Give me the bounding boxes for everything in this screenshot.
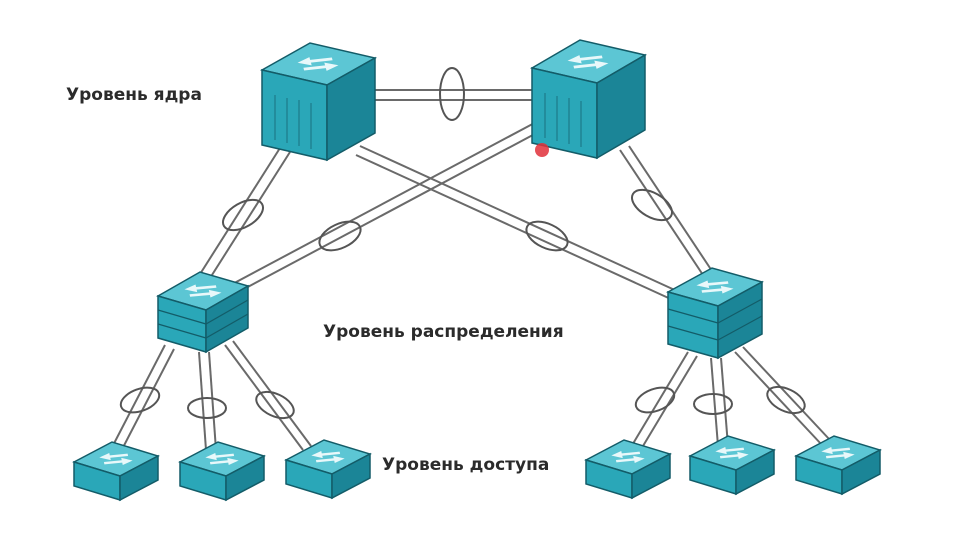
- link-core2-dist2: [619, 149, 706, 279]
- network-switch-icon: [284, 439, 372, 500]
- link-bundle-icon: [318, 220, 362, 252]
- link-core1-dist1: [194, 147, 281, 283]
- network-switch-icon: [584, 439, 672, 500]
- link-dist1-access2: [208, 351, 217, 451]
- link-dist2-access6: [742, 346, 831, 441]
- link-core1-dist2: [359, 145, 691, 298]
- distribution-layer-label: Уровень распределения: [323, 322, 564, 342]
- network-switch-icon: [794, 435, 882, 496]
- link-core1-dist2: [355, 154, 687, 307]
- link-dist1-access3: [224, 344, 304, 451]
- network-switch-icon: [259, 42, 378, 162]
- link-dist1-access3: [232, 340, 312, 447]
- link-dist2-access4: [627, 351, 689, 453]
- link-core2-dist1: [228, 128, 545, 298]
- link-bundle-icon: [222, 198, 264, 232]
- link-dist2-access5: [720, 357, 729, 447]
- link-bundle-icon: [766, 385, 806, 415]
- link-bundle-icon: [631, 188, 673, 222]
- link-core2-dist1: [224, 119, 541, 289]
- link-bundle-icon: [187, 397, 227, 419]
- link-core1-dist1: [204, 151, 291, 287]
- link-bundle-icon: [255, 390, 295, 420]
- network-switch-icon: [156, 271, 250, 354]
- link-bundle-icon: [634, 386, 676, 414]
- link-dist1-access1: [116, 348, 175, 460]
- link-bundle-icon: [439, 67, 465, 121]
- access-layer-label: Уровень доступа: [382, 455, 550, 475]
- network-switch-icon: [72, 441, 160, 502]
- network-switch-icon: [688, 435, 776, 496]
- network-switch-icon: [529, 39, 648, 160]
- red-dot-icon: [535, 143, 549, 157]
- link-dist2-access5: [710, 357, 719, 447]
- link-dist1-access1: [107, 344, 166, 456]
- link-bundle-icon: [525, 220, 569, 252]
- link-bundle-icon: [119, 386, 161, 414]
- link-dist1-access2: [198, 351, 207, 451]
- network-switch-icon: [178, 441, 266, 502]
- core-layer-label: Уровень ядра: [66, 85, 202, 105]
- link-bundle-icon: [693, 393, 733, 415]
- network-switch-icon: [666, 267, 764, 360]
- link-dist2-access6: [734, 351, 823, 446]
